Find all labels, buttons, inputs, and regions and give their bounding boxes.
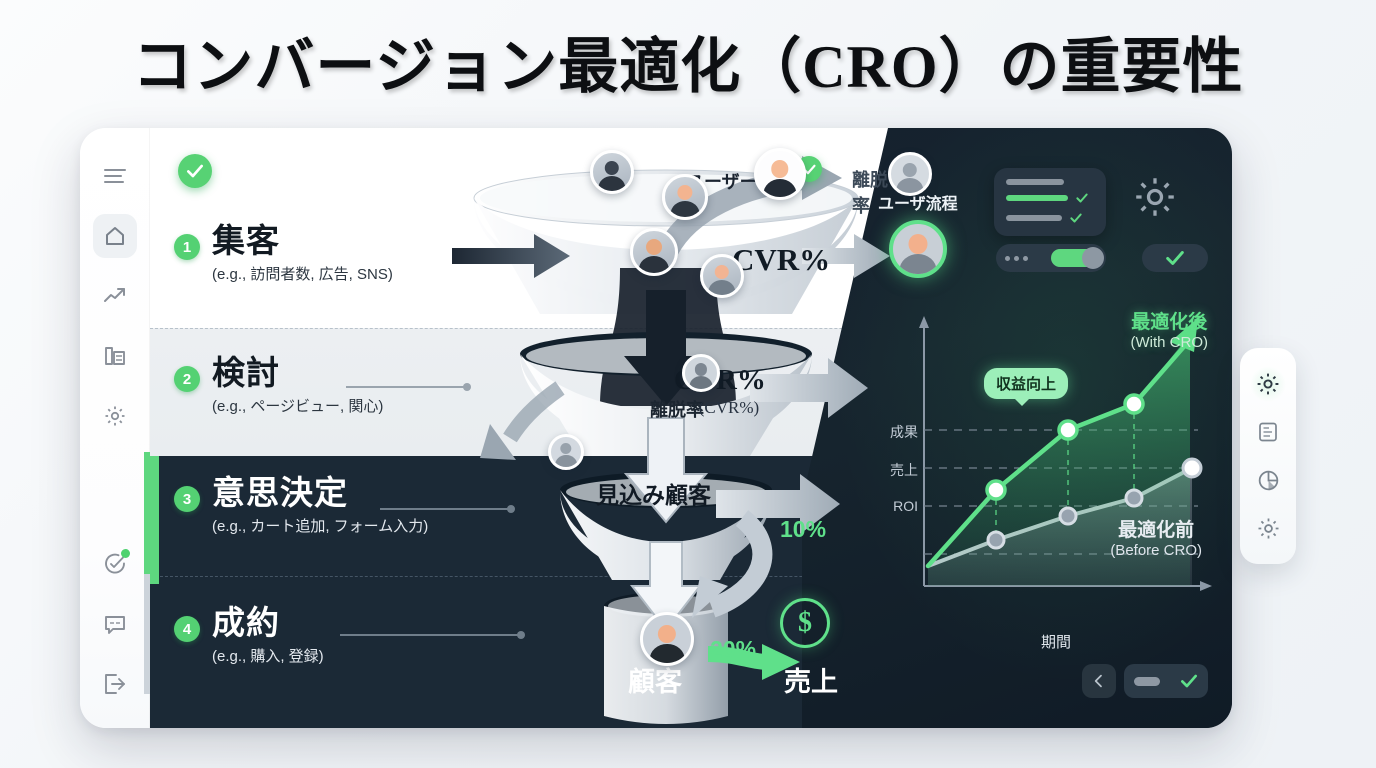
check-icon (1180, 674, 1197, 688)
hamburger-menu-icon[interactable] (93, 154, 137, 198)
stage-title: 成約 (212, 604, 280, 641)
check-icon (1076, 193, 1088, 203)
revenue-money-icon: $ (780, 598, 830, 648)
main-canvas: 1 集客 (e.g., 訪問者数, 広告, SNS) 2 検討 (e.g., ペ… (150, 128, 1232, 728)
toggle-track[interactable] (1051, 247, 1104, 269)
stage-title: 検討 (212, 354, 280, 391)
right-floating-toolbar (1240, 348, 1296, 564)
gear-icon[interactable] (93, 394, 137, 438)
active-stage-accent (150, 456, 159, 584)
toggle-dots-icon (1005, 255, 1028, 261)
funnel-stage-1[interactable]: 1 集客 (e.g., 訪問者数, 広告, SNS) (174, 222, 393, 284)
label-user-flow: ユーザ流程 (878, 196, 958, 213)
stage-subtitle: (e.g., 購入, 登録) (212, 647, 324, 665)
avatar (888, 220, 947, 278)
legend-label: 最適化前 (1118, 520, 1195, 541)
avatar (630, 228, 678, 276)
tool-config-gear-icon[interactable] (1250, 510, 1286, 546)
label-cvr-top: CVR% (732, 242, 831, 277)
sidebar-scroll-accent[interactable] (144, 452, 150, 574)
check-circle-icon[interactable] (93, 542, 137, 586)
chat-bubble-icon[interactable] (93, 602, 137, 646)
stage-subtitle: (e.g., 訪問者数, 広告, SNS) (212, 265, 393, 283)
conversion-funnel-graphic: ユーザー 離脱率 CVR% 離脱率 CVR% (CVR%) 見込み顧客 顧客 売… (450, 138, 932, 728)
funnel-stage-2[interactable]: 2 検討 (e.g., ページビュー, 関心) (174, 354, 384, 416)
label-customers: 顧客 (628, 667, 682, 697)
legend-with-cro: 最適化後 (With CRO) (1131, 312, 1209, 351)
sidebar-scroll-track[interactable] (144, 574, 150, 694)
avatar (888, 152, 932, 196)
pct-prospect: 10% (780, 516, 827, 542)
logout-icon[interactable] (93, 662, 137, 706)
status-bar (1133, 676, 1160, 686)
stage-number: 4 (174, 616, 200, 642)
status-check-badge (178, 154, 212, 188)
label-prospects: 見込み顧客 (596, 482, 711, 508)
sidebar-bottom-group (93, 542, 137, 728)
notification-dot (120, 549, 130, 558)
settings-row (1006, 179, 1094, 185)
settings-bar-active (1006, 195, 1068, 201)
sidebar-item-home[interactable] (92, 214, 137, 258)
stage-subtitle: (e.g., カート追加, フォーム入力) (212, 517, 429, 535)
y-tick-label: ROI (893, 498, 918, 514)
tool-settings-gear-icon[interactable] (1250, 366, 1286, 402)
page-title: コンバージョン最適化（CRO）の重要性 (132, 34, 1244, 100)
chart-annotation-tooltip: 収益向上 (984, 368, 1069, 406)
stage-number: 1 (174, 234, 200, 260)
toggle-knob[interactable] (1082, 247, 1104, 269)
confirm-button[interactable] (1142, 244, 1208, 272)
chevron-left-icon[interactable] (1082, 664, 1116, 698)
check-icon (1070, 213, 1082, 223)
stage-subtitle: (e.g., ページビュー, 関心) (212, 397, 384, 415)
stage-title: 集客 (212, 222, 280, 259)
funnel-stage-3[interactable]: 3 意思決定 (e.g., カート追加, フォーム入力) (174, 474, 429, 536)
x-axis-label: 期間 (1040, 634, 1071, 651)
connector-line-stage2 (346, 383, 471, 391)
legend-label-en: (With CRO) (1130, 333, 1209, 351)
settings-bar (1006, 179, 1064, 185)
y-tick-label: 成果 (890, 424, 918, 440)
avatar (548, 434, 584, 470)
status-pill[interactable] (1124, 664, 1208, 698)
user-flow-group: ユーザ流程 (878, 190, 958, 278)
stage-title: 意思決定 (212, 474, 348, 511)
report-icon[interactable] (93, 334, 137, 378)
gear-icon[interactable] (1132, 174, 1178, 220)
avatar (754, 148, 806, 200)
check-icon (1166, 251, 1184, 265)
app-window: 1 集客 (e.g., 訪問者数, 広告, SNS) 2 検討 (e.g., ペ… (80, 128, 1232, 728)
avatar (700, 254, 744, 298)
label-dropoff-top: 離脱率 (852, 170, 888, 216)
chart-svg (919, 316, 1212, 591)
legend-label: 最適化後 (1131, 312, 1208, 333)
trending-up-icon[interactable] (93, 274, 137, 318)
label-cvr-mid-sub: (CVR%) (698, 398, 760, 417)
funnel-stage-4[interactable]: 4 成約 (e.g., 購入, 登録) (174, 604, 324, 666)
settings-bar (1006, 215, 1062, 221)
feature-toggle[interactable] (996, 244, 1106, 272)
settings-row (1006, 211, 1094, 225)
avatar (590, 150, 634, 194)
pct-customer: 20% (710, 636, 757, 662)
stage-number: 3 (174, 486, 200, 512)
label-revenue: 売上 (784, 667, 838, 697)
pie-chart-icon[interactable] (1250, 462, 1286, 498)
settings-row (1006, 191, 1094, 205)
legend-label-en: (Before CRO) (1110, 541, 1202, 559)
settings-card[interactable] (994, 168, 1106, 236)
note-icon[interactable] (1250, 414, 1286, 450)
left-sidebar (80, 128, 150, 728)
y-tick-label: 売上 (890, 462, 918, 478)
avatar (640, 612, 694, 666)
connector-line-stage4 (340, 631, 525, 639)
avatar (682, 354, 720, 392)
avatar (662, 174, 708, 220)
performance-chart: 成果 売上 ROI (890, 308, 1214, 651)
connector-line-stage3 (380, 505, 515, 513)
legend-before-cro: 最適化前 (Before CRO) (1110, 520, 1202, 559)
stage-number: 2 (174, 366, 200, 392)
dark-analytics-panel (802, 128, 1232, 728)
label-dropoff-mid: 離脱率 (650, 400, 704, 420)
